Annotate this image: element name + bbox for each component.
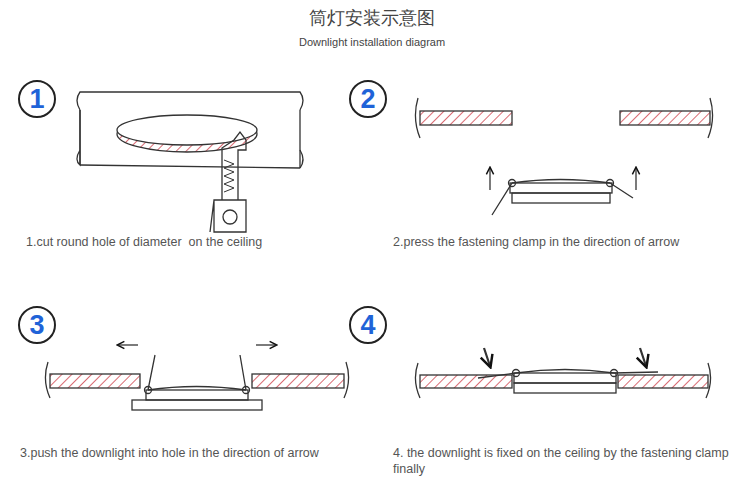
callout-number: 1 xyxy=(29,86,44,113)
callout-number: 2 xyxy=(360,86,375,113)
step-number-circle: 4 xyxy=(349,306,387,344)
step-caption: 1.cut round hole of diameter on the ceil… xyxy=(26,235,262,251)
step-caption: 4. the downlight is fixed on the ceiling… xyxy=(393,446,738,477)
diagram-title: 筒灯安装示意图 xyxy=(309,6,435,30)
callout-number: 3 xyxy=(29,312,44,339)
step-caption: 3.push the downlight into hole in the di… xyxy=(20,446,319,462)
step-number-circle: 2 xyxy=(349,80,387,118)
step-number-circle: 1 xyxy=(18,80,56,118)
step-number-circle: 3 xyxy=(18,306,56,344)
step-caption: 2.press the fastening clamp in the direc… xyxy=(393,235,679,251)
subtitle: Downlight installation diagram xyxy=(299,36,445,50)
callout-number: 4 xyxy=(360,312,375,339)
